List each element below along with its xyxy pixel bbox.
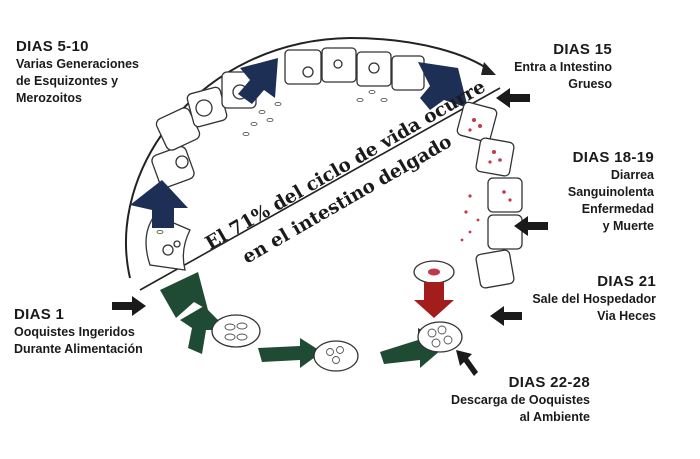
large-intestine-cells bbox=[456, 101, 523, 289]
pointer-arrows bbox=[112, 88, 548, 376]
small-intestine-divider bbox=[139, 87, 501, 291]
stage-line: Entra a Intestino bbox=[514, 60, 612, 74]
stage-line: Durante Alimentación bbox=[14, 342, 143, 356]
stage-label-d22: DIAS 22-28 Descarga de Ooquistes al Ambi… bbox=[451, 373, 590, 426]
infected-dots bbox=[460, 118, 512, 242]
stage-line: Descarga de Ooquistes bbox=[451, 393, 590, 407]
merozoite-dots bbox=[156, 89, 388, 235]
stage-heading: DIAS 5-10 bbox=[16, 38, 89, 55]
stage-label-d5: DIAS 5-10 Varias Generaciones de Esquizo… bbox=[16, 37, 139, 107]
small-intestine-cells bbox=[145, 47, 425, 271]
stage-line: Varias Generaciones bbox=[16, 57, 139, 71]
stage-label-d1: DIAS 1 Ooquistes Ingeridos Durante Alime… bbox=[14, 305, 143, 358]
stage-label-d21: DIAS 21 Sale del Hospedador Via Heces bbox=[532, 272, 656, 325]
stage-heading: DIAS 1 bbox=[14, 306, 65, 323]
outer-arc-arrowhead bbox=[481, 62, 496, 75]
navy-arrows bbox=[130, 58, 468, 228]
stage-line: al Ambiente bbox=[519, 410, 590, 424]
stage-label-d15: DIAS 15 Entra a Intestino Grueso bbox=[514, 40, 612, 93]
stage-line: Grueso bbox=[568, 77, 612, 91]
green-arrows bbox=[160, 272, 448, 368]
red-exit-arrow bbox=[413, 260, 455, 318]
stage-heading: DIAS 22-28 bbox=[508, 374, 590, 391]
outer-cycle-arc bbox=[125, 36, 493, 279]
stage-heading: DIAS 15 bbox=[553, 41, 612, 58]
stage-line: Via Heces bbox=[597, 309, 656, 323]
stage-line: Enfermedad bbox=[581, 202, 654, 216]
stage-line: de Esquizontes y bbox=[16, 74, 119, 88]
stage-line: Sanguinolenta bbox=[567, 185, 654, 199]
stage-heading: DIAS 21 bbox=[597, 273, 656, 290]
stage-line: Sale del Hospedador bbox=[532, 292, 656, 306]
stage-line: Merozoitos bbox=[16, 91, 82, 105]
stage-line: Diarrea bbox=[610, 168, 654, 182]
stage-heading: DIAS 18-19 bbox=[572, 149, 654, 166]
stage-line: y Muerte bbox=[602, 219, 654, 233]
stage-label-d18: DIAS 18-19 Diarrea Sanguinolenta Enferme… bbox=[568, 148, 654, 235]
stage-line: Ooquistes Ingeridos bbox=[14, 325, 135, 339]
oocysts bbox=[211, 314, 463, 372]
